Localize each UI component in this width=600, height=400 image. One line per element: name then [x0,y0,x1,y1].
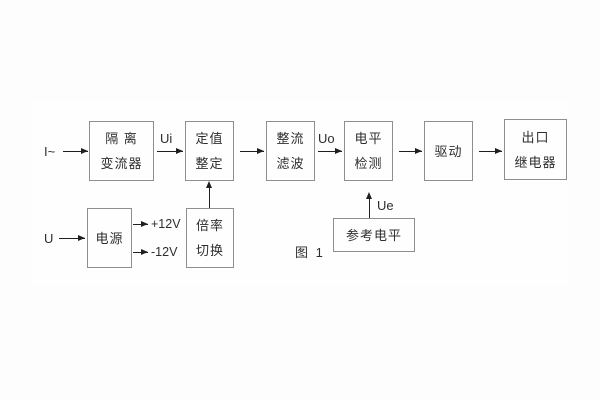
block-label: 参考电平 [345,227,402,243]
arrow-ui-icon [157,148,183,154]
block-rectify-filter: 整流 滤波 [266,121,315,181]
arrow-ratio-to-setting-icon [206,181,212,208]
block-isolation-transformer: 隔 离 变流器 [89,121,154,181]
block-label: 继电器 [514,154,557,170]
arrow-plus12v-icon [133,221,148,227]
input-voltage-label: U [44,231,54,246]
input-current-label: I~ [44,144,56,159]
arrow-drive-to-output-icon [479,148,502,154]
signal-ue-label: Ue [377,198,394,213]
block-level-detect: 电平 检测 [344,121,393,181]
arrow-ue-up-icon [366,192,372,218]
arrow-setting-to-rectifier-icon [240,148,264,154]
block-label: 隔 离 [105,131,138,146]
block-label: 电源 [95,230,124,246]
block-label: 出口 [521,129,550,145]
block-label: 倍率 [195,218,224,233]
signal-uo-label: Uo [318,131,335,146]
block-setpoint-adjust: 定值 整定 [185,121,234,181]
block-drive: 驱动 [424,121,473,181]
block-label: 变流器 [100,156,143,171]
block-reference-level: 参考电平 [333,218,415,252]
rail-plus12v-label: +12V [151,217,181,231]
block-label: 驱动 [434,143,463,159]
block-label: 电平 [354,131,383,146]
arrow-uo-icon [318,148,342,154]
block-power-supply: 电源 [87,208,132,268]
block-ratio-switch: 倍率 切换 [186,208,234,268]
block-label: 滤波 [276,156,305,171]
block-label: 整定 [195,156,224,171]
block-label: 切换 [195,243,224,258]
block-label: 检测 [354,156,383,171]
rail-minus12v-label: -12V [151,245,178,259]
signal-ui-label: Ui [160,131,173,146]
arrow-input-current-icon [63,148,88,154]
arrow-minus12v-icon [133,249,148,255]
block-label: 整流 [276,131,305,146]
block-label: 定值 [195,131,224,146]
arrow-input-voltage-icon [59,235,85,241]
arrow-level-to-drive-icon [399,148,422,154]
block-output-relay: 出口 继电器 [504,119,567,180]
figure-caption: 图 1 [295,245,325,260]
